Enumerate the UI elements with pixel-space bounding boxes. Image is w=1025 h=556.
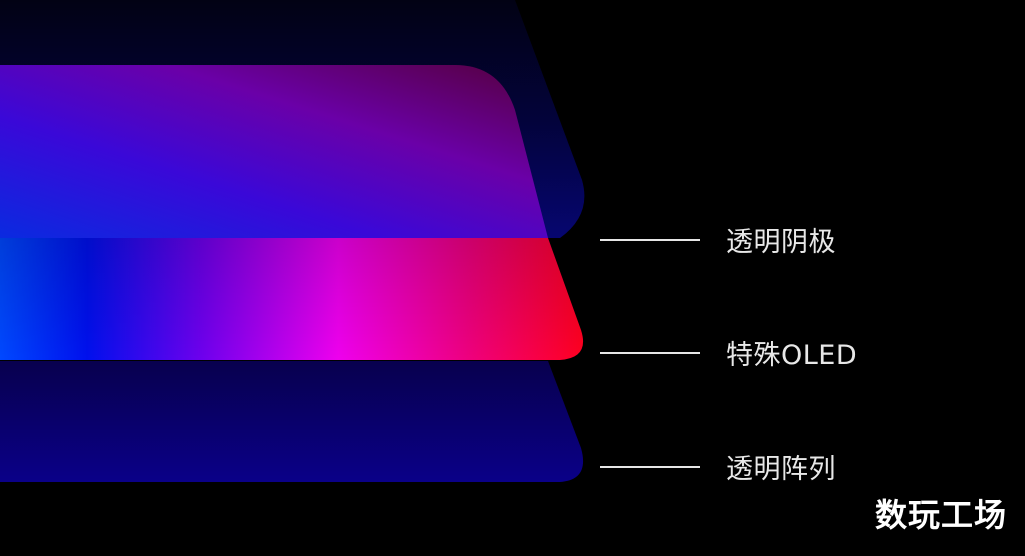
array-layer-shape [0, 361, 584, 482]
label-array: 透明阵列 [726, 454, 836, 485]
leader-line [600, 351, 700, 354]
leader-line [600, 465, 700, 468]
overlay-plate-shape [0, 65, 548, 238]
watermark: 数玩工场 [874, 496, 1007, 534]
label-oled: 特殊OLED [726, 340, 858, 371]
label-cathode: 透明阴极 [726, 227, 836, 258]
leader-line [600, 238, 700, 241]
label-cathode-row: 透明阴极 [600, 220, 836, 259]
label-array-row: 透明阵列 [600, 447, 836, 486]
label-oled-row: 特殊OLED [600, 333, 857, 372]
